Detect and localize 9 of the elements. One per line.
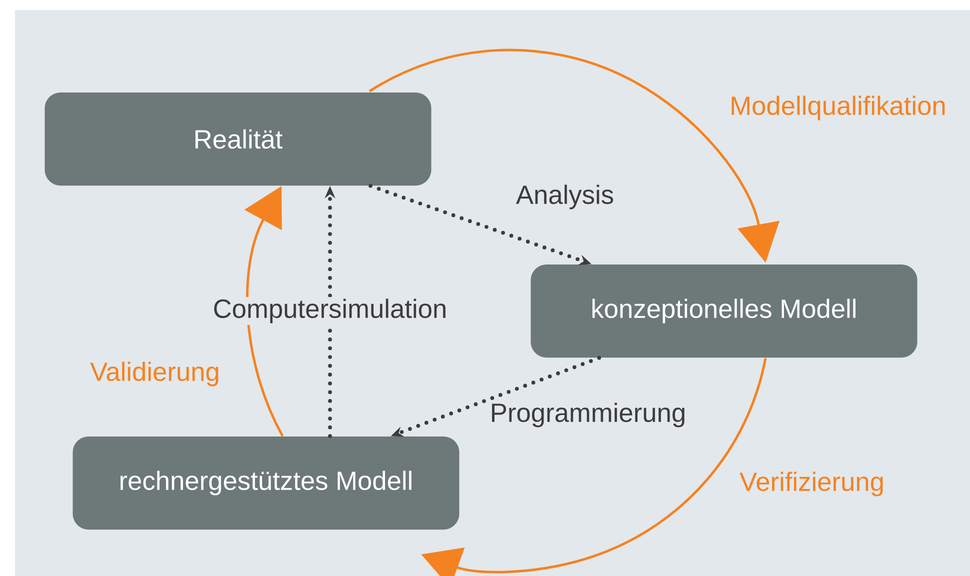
process-box: konzeptionelles Modell xyxy=(530,264,918,358)
edge-label: Programmierung xyxy=(488,400,688,430)
edge-label: Analysis xyxy=(514,182,616,212)
edge-label: Validierung xyxy=(88,360,222,388)
edge-label: Verifizierung xyxy=(738,470,886,498)
edge-label: Computersimulation xyxy=(211,296,449,326)
edge-label: Modellqualifikation xyxy=(728,94,948,122)
process-box: rechnergestütztes Modell xyxy=(72,436,460,530)
process-box: Realität xyxy=(44,92,432,186)
